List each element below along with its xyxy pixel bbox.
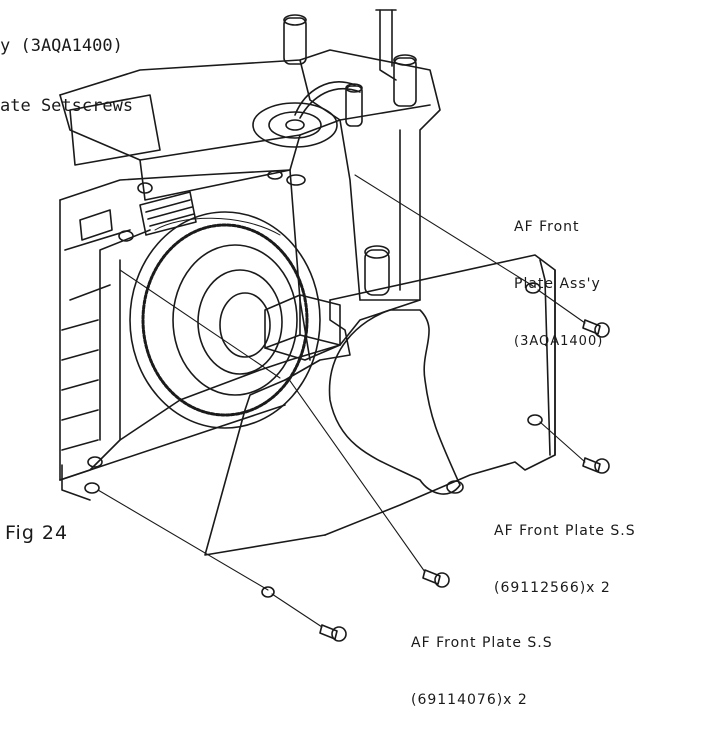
label-af-front-plate-ss-1-line2: (69112566)x 2	[494, 580, 611, 596]
leader-lines	[97, 174, 586, 628]
corner-text-line2: ate Setscrews	[0, 96, 134, 116]
label-af-front-plate-ss-2: AF Front Plate S.S (69114076)x 2	[411, 596, 553, 729]
exploded-view-drawing	[59, 9, 610, 642]
top-mechanism	[118, 9, 417, 296]
label-af-front-plate-ss-1-line1: AF Front Plate S.S	[494, 523, 636, 539]
camera-body	[59, 49, 441, 501]
figure-label: Fig 24	[5, 522, 69, 544]
label-af-front-plate-line1: AF Front	[514, 219, 580, 235]
label-af-front-plate-ss-2-line2: (69114076)x 2	[411, 692, 528, 708]
label-af-front-plate: AF Front Plate Ass'y (3AQA1400)	[514, 180, 603, 370]
label-af-front-plate-line2: Plate Ass'y	[514, 276, 601, 292]
label-af-front-plate-ss-2-line1: AF Front Plate S.S	[411, 635, 553, 651]
screws	[319, 319, 610, 642]
af-front-plate	[84, 254, 556, 598]
motor-block	[264, 294, 341, 361]
corner-text: y (3AQA1400) ate Setscrews	[0, 0, 133, 136]
corner-text-line1: y (3AQA1400)	[0, 36, 123, 56]
label-af-front-plate-ss-1: AF Front Plate S.S (69112566)x 2	[494, 484, 636, 617]
lens-ring	[129, 211, 321, 429]
label-af-front-plate-part-no: (3AQA1400)	[514, 334, 604, 349]
